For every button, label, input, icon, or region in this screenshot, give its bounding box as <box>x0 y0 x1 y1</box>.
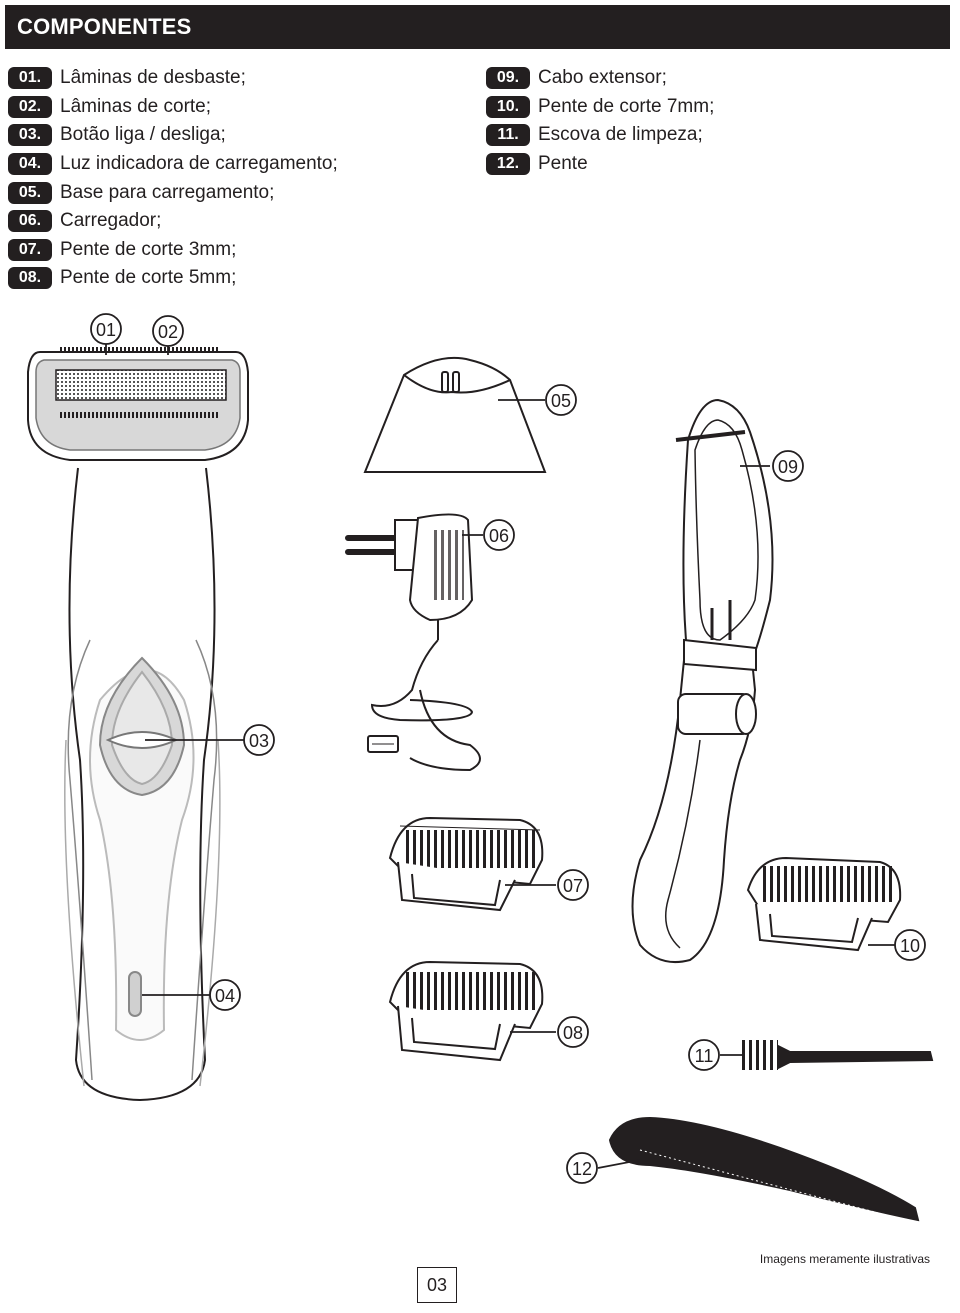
item-number: 06. <box>8 210 52 233</box>
list-item: 07. Pente de corte 3mm; <box>8 236 338 265</box>
callout-03-circle <box>243 724 275 756</box>
callout-02: 02 <box>158 322 178 342</box>
cleaning-brush-illustration <box>742 1040 934 1070</box>
components-list-right: 09. Cabo extensor; 10. Pente de corte 7mm;… <box>486 64 714 178</box>
item-number: 10. <box>486 95 530 118</box>
item-label: Pente de corte 7mm; <box>538 95 715 117</box>
comb-5mm-illustration <box>388 960 544 1062</box>
item-label: Escova de limpeza; <box>538 124 703 146</box>
item-label: Lâminas de corte; <box>60 95 212 117</box>
item-label: Cabo extensor; <box>538 67 667 89</box>
illustrative-images-note: Imagens meramente ilustrativas <box>759 1252 930 1266</box>
callout-10-circle <box>894 929 926 961</box>
callout-markers <box>90 313 926 1184</box>
list-item: 11. Escova de limpeza; <box>486 121 714 150</box>
callout-05-circle <box>545 384 577 416</box>
callout-04-circle <box>209 979 241 1011</box>
item-label: Pente de corte 5mm; <box>60 267 237 289</box>
charging-base-illustration <box>363 356 547 473</box>
list-item: 12. Pente <box>486 150 714 179</box>
fine-comb-illustration <box>608 1116 920 1222</box>
callout-02-circle <box>152 315 184 347</box>
item-label: Base para carregamento; <box>60 181 275 203</box>
page-number: 03 <box>417 1267 457 1303</box>
item-label: Luz indicadora de carregamento; <box>60 153 338 175</box>
item-label: Botão liga / desliga; <box>60 124 226 146</box>
list-item: 05. Base para carregamento; <box>8 178 338 207</box>
callout-labels: 01 02 03 04 05 06 07 08 09 10 11 12 <box>96 320 920 1179</box>
item-number: 09. <box>486 67 530 90</box>
callout-leaders <box>105 344 895 1169</box>
extension-handle-illustration <box>631 398 774 964</box>
item-label: Lâminas de desbaste; <box>60 67 246 89</box>
callout-09-circle <box>772 450 804 482</box>
item-number: 05. <box>8 181 52 204</box>
callout-11-circle <box>688 1039 720 1071</box>
list-item: 06. Carregador; <box>8 207 338 236</box>
callout-06: 06 <box>489 526 509 546</box>
item-number: 11. <box>486 124 530 147</box>
callout-08-circle <box>557 1016 589 1048</box>
list-item: 08. Pente de corte 5mm; <box>8 264 338 293</box>
item-label: Pente <box>538 153 588 175</box>
callout-01: 01 <box>96 320 116 340</box>
callout-07-circle <box>557 869 589 901</box>
comb-3mm-illustration <box>388 816 544 912</box>
callout-12-circle <box>566 1152 598 1184</box>
item-number: 07. <box>8 238 52 261</box>
list-item: 09. Cabo extensor; <box>486 64 714 93</box>
list-item: 01. Lâminas de desbaste; <box>8 64 338 93</box>
shaver-illustration <box>27 347 249 1102</box>
callout-05: 05 <box>551 391 571 411</box>
callout-11: 11 <box>695 1046 714 1066</box>
charger-illustration <box>345 513 481 772</box>
item-label: Pente de corte 3mm; <box>60 238 237 260</box>
callout-01-circle <box>90 313 122 345</box>
item-number: 01. <box>8 67 52 90</box>
callout-06-circle <box>483 519 515 551</box>
item-number: 12. <box>486 153 530 176</box>
list-item: 04. Luz indicadora de carregamento; <box>8 150 338 179</box>
list-item: 02. Lâminas de corte; <box>8 93 338 122</box>
item-number: 08. <box>8 267 52 290</box>
callout-03: 03 <box>249 731 269 751</box>
callout-09: 09 <box>778 457 798 477</box>
section-header: COMPONENTES <box>5 5 950 49</box>
components-list-left: 01. Lâminas de desbaste; 02. Lâminas de co… <box>8 64 338 293</box>
item-label: Carregador; <box>60 210 162 232</box>
list-item: 10. Pente de corte 7mm; <box>486 93 714 122</box>
item-number: 03. <box>8 124 52 147</box>
item-number: 04. <box>8 153 52 176</box>
item-number: 02. <box>8 95 52 118</box>
callout-04: 04 <box>215 986 235 1006</box>
callout-08: 08 <box>563 1023 583 1043</box>
list-item: 03. Botão liga / desliga; <box>8 121 338 150</box>
callout-10: 10 <box>900 936 920 956</box>
section-title: COMPONENTES <box>17 14 192 39</box>
comb-7mm-illustration <box>746 856 902 952</box>
callout-07: 07 <box>563 876 583 896</box>
callout-12: 12 <box>572 1159 592 1179</box>
